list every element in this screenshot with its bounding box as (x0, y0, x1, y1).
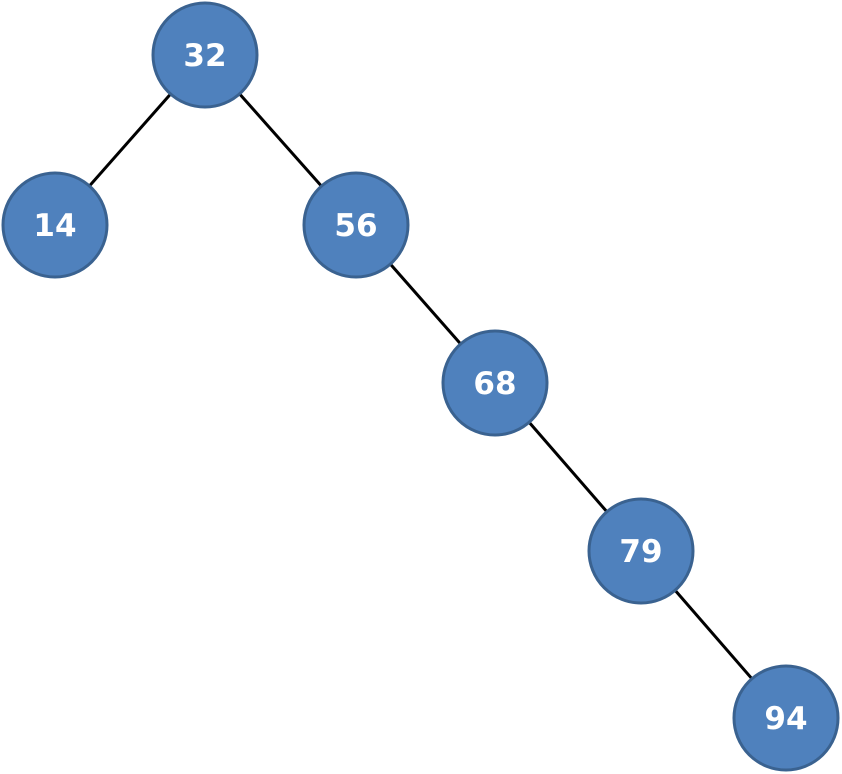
node-label: 79 (619, 534, 662, 570)
tree-edges (53, 54, 788, 719)
tree-node-79: 79 (587, 497, 695, 605)
tree-node-56: 56 (302, 171, 410, 279)
tree-node-14: 14 (1, 171, 109, 279)
tree-node-32: 32 (151, 1, 259, 109)
node-label: 56 (334, 208, 377, 244)
tree-node-94: 94 (732, 664, 840, 772)
tree-node-68: 68 (441, 329, 549, 437)
node-circle (732, 664, 840, 772)
node-label: 94 (764, 701, 807, 737)
node-circle (587, 497, 695, 605)
node-label: 32 (183, 38, 226, 74)
node-circle (151, 1, 259, 109)
node-label: 14 (33, 208, 76, 244)
node-label: 68 (473, 366, 516, 402)
node-circle (302, 171, 410, 279)
node-circle (1, 171, 109, 279)
node-circle (441, 329, 549, 437)
